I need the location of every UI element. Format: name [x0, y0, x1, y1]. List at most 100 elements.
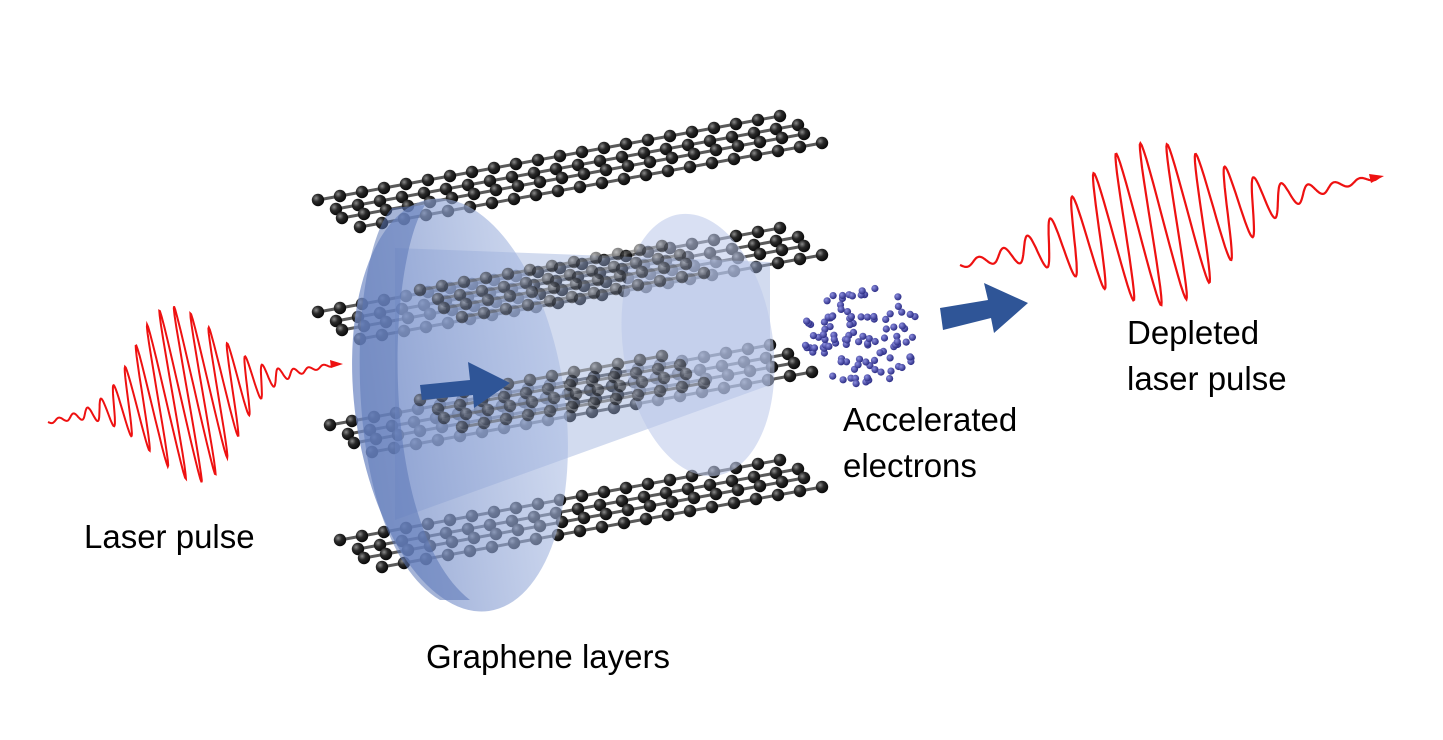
carbon-atom	[497, 280, 511, 294]
electron	[829, 292, 837, 300]
carbon-atom	[511, 179, 525, 193]
carbon-atom	[703, 134, 717, 148]
carbon-atom	[345, 414, 359, 428]
carbon-atom	[531, 153, 545, 167]
electron	[801, 341, 810, 349]
carbon-atom	[683, 160, 697, 174]
carbon-atom	[681, 482, 695, 496]
carbon-atom	[505, 170, 519, 184]
carbon-atom	[613, 269, 627, 283]
carbon-atom	[475, 284, 489, 298]
electron	[846, 321, 854, 329]
electron	[809, 332, 818, 340]
electron	[852, 380, 860, 388]
electron	[842, 358, 851, 366]
carbon-atom	[703, 478, 717, 492]
carbon-atom	[635, 375, 649, 389]
label-line: Depleted	[1127, 314, 1260, 351]
carbon-atom	[609, 282, 623, 296]
carbon-atom	[565, 400, 579, 414]
carbon-atom	[335, 323, 349, 337]
beam-rim	[359, 205, 470, 600]
electron	[882, 315, 890, 323]
carbon-atom	[611, 357, 625, 371]
carbon-atom	[431, 292, 445, 306]
carbon-atom	[641, 477, 655, 491]
carbon-atom	[773, 221, 787, 235]
carbon-atom	[621, 503, 635, 517]
carbon-atom	[575, 145, 589, 159]
carbon-atom	[727, 152, 741, 166]
carbon-atom	[657, 371, 671, 385]
electron	[893, 332, 901, 340]
block-arrow-right-icon	[940, 283, 1028, 333]
electron	[876, 349, 884, 357]
carbon-atom	[525, 285, 539, 299]
carbon-atom	[333, 301, 347, 315]
label-depleted-laser-pulse: Depleted laser pulse	[1127, 310, 1287, 402]
carbon-atom	[547, 391, 561, 405]
carbon-atom	[489, 183, 503, 197]
carbon-atom	[333, 189, 347, 203]
carbon-atom	[585, 264, 599, 278]
carbon-atom	[573, 180, 587, 194]
label-line: electrons	[843, 447, 977, 484]
carbon-atom	[611, 247, 625, 261]
electron	[906, 310, 914, 318]
carbon-atom	[747, 470, 761, 484]
carbon-atom	[395, 190, 409, 204]
carbon-atom	[351, 198, 365, 212]
electron	[886, 310, 894, 318]
carbon-atom	[435, 279, 449, 293]
carbon-atom	[507, 192, 521, 206]
carbon-atom	[543, 294, 557, 308]
carbon-atom	[335, 211, 349, 225]
carbon-atom	[619, 137, 633, 151]
carbon-atom	[773, 109, 787, 123]
carbon-atom	[637, 490, 651, 504]
carbon-atom	[797, 127, 811, 141]
carbon-atom	[311, 305, 325, 319]
carbon-atom	[655, 239, 669, 253]
carbon-atom	[541, 272, 555, 286]
carbon-atom	[797, 239, 811, 253]
carbon-atom	[635, 265, 649, 279]
carbon-atom	[705, 500, 719, 514]
electron	[893, 338, 901, 346]
carbon-atom	[753, 479, 767, 493]
carbon-atom	[519, 386, 533, 400]
carbon-atom	[685, 125, 699, 139]
carbon-atom	[459, 407, 473, 421]
carbon-atom	[477, 306, 491, 320]
carbon-atom	[747, 238, 761, 252]
carbon-atom	[373, 194, 387, 208]
graphene-layer	[413, 239, 711, 324]
carbon-atom	[599, 163, 613, 177]
carbon-atom	[615, 494, 629, 508]
carbon-atom	[543, 404, 557, 418]
carbon-atom	[663, 129, 677, 143]
carbon-atom	[591, 383, 605, 397]
carbon-atom	[775, 475, 789, 489]
carbon-atom	[571, 158, 585, 172]
electron	[837, 358, 845, 366]
carbon-atom	[659, 142, 673, 156]
carbon-atom	[479, 271, 493, 285]
carbon-atom	[527, 166, 541, 180]
carbon-atom	[497, 390, 511, 404]
carbon-atom	[629, 366, 643, 380]
carbon-atom	[663, 473, 677, 487]
carbon-atom	[353, 220, 367, 234]
carbon-atom	[793, 140, 807, 154]
carbon-atom	[525, 395, 539, 409]
block-arrow-right-icon	[420, 362, 510, 408]
electron	[858, 287, 866, 295]
carbon-atom	[661, 164, 675, 178]
carbon-atom	[503, 399, 517, 413]
electron	[898, 322, 906, 330]
carbon-atom	[725, 474, 739, 488]
electron	[871, 366, 879, 374]
carbon-atom	[595, 520, 609, 534]
carbon-atom	[575, 489, 589, 503]
electron	[898, 363, 906, 372]
